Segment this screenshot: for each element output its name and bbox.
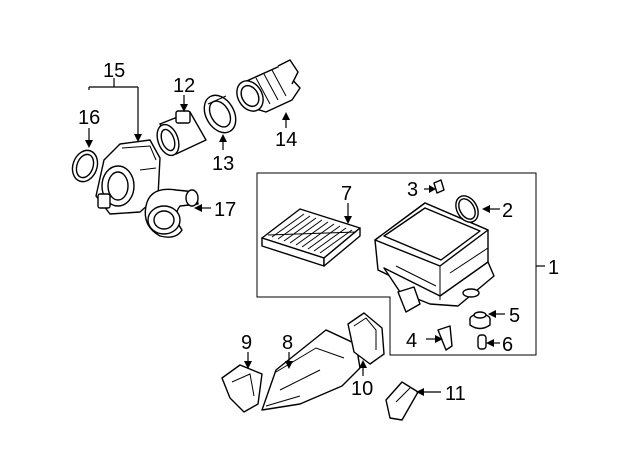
callout-16: 16 [78, 107, 100, 129]
callout-13-arrow [219, 134, 227, 142]
outlet-hose [236, 59, 301, 113]
air-cleaner-housing [374, 202, 495, 313]
throttle-body-assembly [95, 139, 161, 215]
callout-14: 14 [275, 129, 297, 151]
inlet-duct [261, 329, 361, 411]
mass-air-flow-sensor [156, 110, 207, 157]
clamp-seal [203, 94, 237, 134]
o-ring-seal [71, 149, 99, 183]
callout-2: 2 [502, 200, 513, 222]
callout-2-arrow [482, 205, 490, 213]
callout-9-arrow [244, 361, 252, 369]
callout-10-arrow [359, 360, 367, 368]
callout-5-arrow [488, 310, 496, 318]
retaining-clip [433, 179, 445, 194]
intake-elbow [144, 188, 199, 238]
inlet-hood [347, 312, 385, 365]
callout-14-arrow [282, 112, 290, 120]
support-bracket [385, 381, 419, 421]
deflector [221, 364, 263, 413]
callout-11: 11 [445, 383, 466, 405]
callout-11-arrow [416, 388, 424, 396]
callout-6: 6 [502, 334, 513, 356]
callout-5: 5 [509, 305, 520, 327]
callout-15-arrow [134, 134, 142, 142]
callout-1: 1 [548, 257, 559, 279]
mounting-bracket [437, 325, 453, 351]
grommet [469, 311, 491, 330]
callout-17: 17 [214, 199, 236, 221]
callout-8: 8 [282, 332, 293, 354]
callout-6-arrow [486, 339, 494, 347]
callout-17-arrow [194, 204, 202, 212]
callout-3-arrow [429, 185, 436, 193]
callout-4-arrow [435, 335, 443, 343]
housing-gasket [455, 195, 479, 223]
callout-15-bracket [88, 86, 138, 90]
callout-13: 13 [212, 153, 234, 175]
callout-15: 15 [103, 60, 125, 82]
callout-4: 4 [406, 330, 417, 352]
callout-7-arrow [344, 216, 352, 224]
housing-group-frame [256, 172, 537, 356]
callout-12-arrow [180, 104, 188, 112]
callout-10: 10 [351, 378, 373, 400]
bushing [477, 334, 487, 350]
air-filter-element [261, 208, 361, 267]
callout-3: 3 [407, 179, 418, 201]
callout-8-arrow [285, 361, 293, 369]
callout-9: 9 [241, 332, 252, 354]
callout-7: 7 [341, 183, 352, 205]
callout-16-arrow [85, 140, 93, 148]
callout-12: 12 [173, 75, 195, 97]
